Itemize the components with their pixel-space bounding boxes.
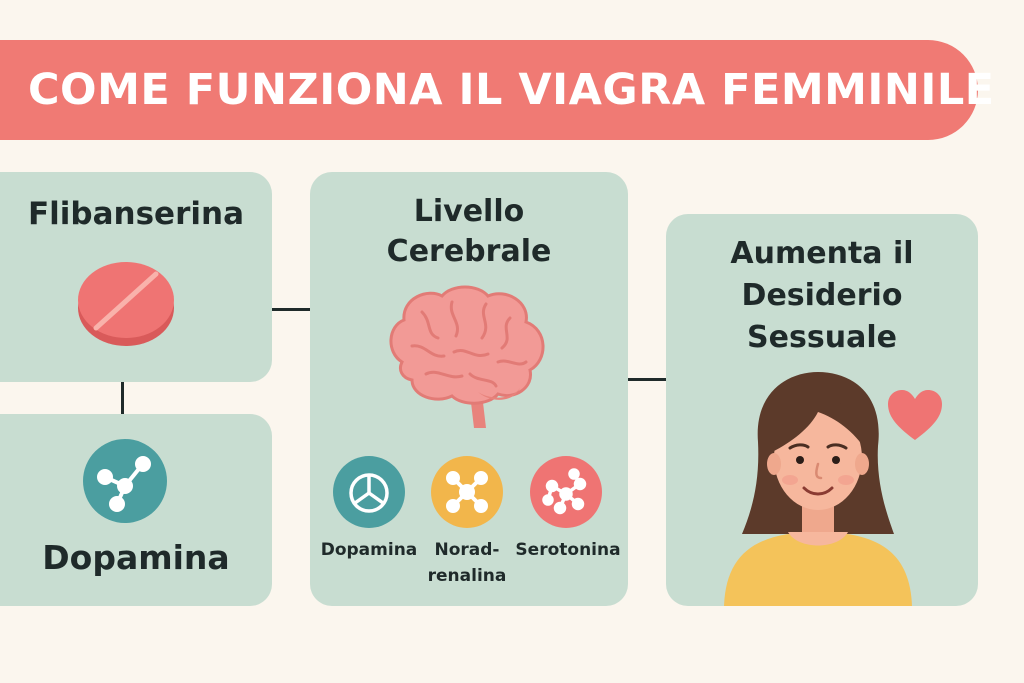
- noradrenalina-molecule-icon: [431, 456, 503, 528]
- serotonina-molecule-icon: [530, 456, 602, 528]
- card-desiderio-title-line2: Desiderio: [741, 278, 903, 313]
- neuro-label-noradrenalina-line1: Norad-: [434, 540, 500, 560]
- card-dopamina: Dopamina: [0, 414, 272, 606]
- title-banner: COME FUNZIONA IL VIAGRA FEMMINILE: [0, 40, 994, 140]
- card-livello-cerebrale: Livello Cerebrale: [310, 172, 628, 606]
- molecule-icon: [83, 439, 167, 523]
- connector-flibanserina-dopamina: [121, 382, 124, 414]
- connector-flibanserina-cerebrale: [272, 308, 310, 311]
- page-title: COME FUNZIONA IL VIAGRA FEMMINILE: [28, 65, 995, 115]
- heart-icon: [888, 390, 942, 440]
- card-desiderio-title-line3: Sessuale: [747, 320, 897, 355]
- brain-icon: [389, 285, 545, 428]
- card-flibanserina: Flibanserina: [0, 172, 272, 382]
- neuro-label-dopamina: Dopamina: [320, 540, 418, 560]
- dopamina-molecule-icon: [333, 456, 405, 528]
- card-desiderio: Aumenta il Desiderio Sessuale: [666, 214, 978, 606]
- card-cerebrale-title-line2: Cerebrale: [386, 234, 552, 269]
- woman-illustration: [724, 372, 912, 606]
- neuro-label-serotonina: Serotonina: [515, 540, 621, 560]
- pill-icon: [78, 262, 174, 346]
- neuro-label-noradrenalina-line2: renalina: [427, 566, 507, 586]
- card-cerebrale-title-line1: Livello: [413, 194, 525, 229]
- card-dopamina-title: Dopamina: [42, 538, 230, 577]
- card-desiderio-title-line1: Aumenta il: [730, 236, 914, 271]
- card-flibanserina-title: Flibanserina: [28, 196, 244, 232]
- connector-cerebrale-desiderio: [628, 378, 666, 381]
